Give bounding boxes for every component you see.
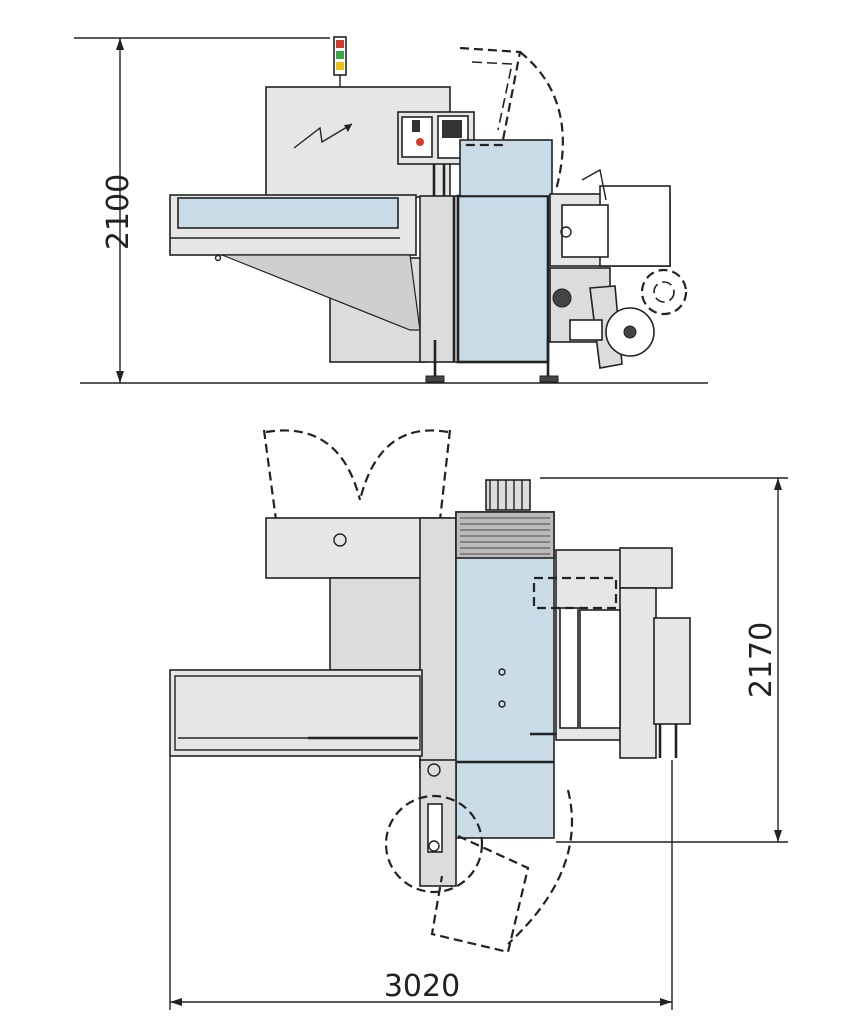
- sealing-unit-side: [549, 168, 688, 369]
- vent-grille: [460, 517, 550, 555]
- electric-hazard-symbol: [293, 123, 353, 149]
- signal-light-green: [336, 51, 344, 59]
- emergency-stop-icon: [416, 138, 424, 146]
- top-blue-cabinet: [455, 511, 555, 839]
- top-door-swing-left: [262, 429, 278, 521]
- length-dimension: 3020: [169, 756, 673, 1010]
- door-swing-arc: [519, 51, 564, 191]
- machine-feet: [425, 340, 559, 383]
- top-view: 2170 3020: [169, 429, 788, 1010]
- side-blue-cabinet: [457, 195, 549, 363]
- control-arm-top: [384, 759, 484, 894]
- signal-light-red: [336, 40, 344, 48]
- depth-dimension-label: 2170: [744, 622, 779, 698]
- infeed-conveyor-top: [169, 669, 423, 757]
- height-dimension: 2100: [74, 37, 330, 383]
- film-reel-alt-icon: [640, 268, 688, 316]
- drive-wheel-icon: [552, 288, 572, 308]
- signal-tower: [333, 36, 347, 88]
- adjustment-knob[interactable]: [485, 479, 531, 511]
- sealing-unit-top: [530, 547, 691, 759]
- door-swing-outline: [459, 46, 522, 147]
- signal-light-yellow: [336, 62, 344, 70]
- height-dimension-label: 2100: [101, 174, 136, 250]
- length-dimension-label: 3020: [384, 969, 460, 1004]
- side-view: 2100: [74, 36, 708, 384]
- infeed-conveyor-side: [169, 194, 421, 331]
